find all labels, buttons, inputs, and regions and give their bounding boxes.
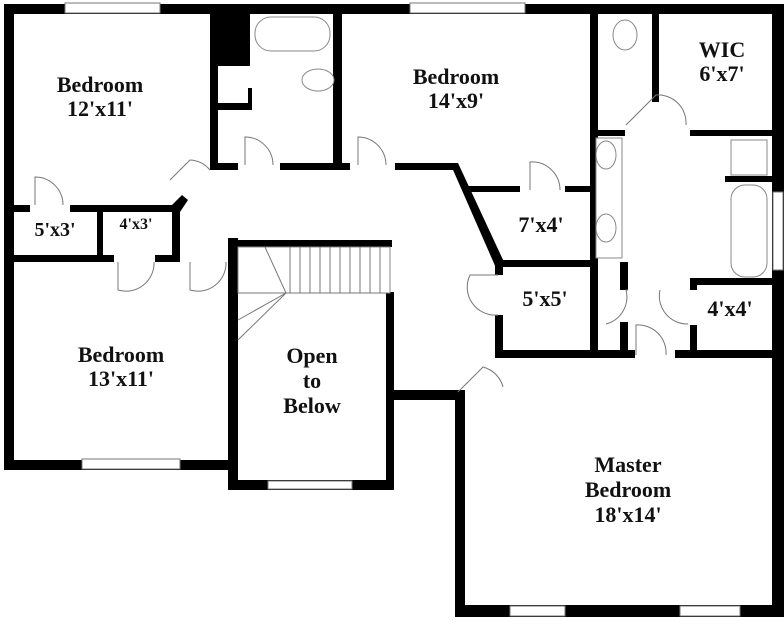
closet-7x4-size: 7'x4' [518, 212, 563, 237]
wic-name: WIC [699, 37, 745, 62]
bedroom-nw-name: Bedroom [57, 72, 143, 97]
closet-4x4-size: 4'x4' [707, 296, 752, 321]
walls [4, 4, 784, 617]
master-line1: Master [594, 452, 661, 477]
bathtub-icon [254, 16, 331, 52]
closet-4x3-size: 4'x3' [120, 216, 153, 233]
open-below-line2: to [303, 368, 321, 393]
bedroom-sw-size: 13'x11' [88, 366, 154, 391]
bedroom-n-size: 14'x9' [428, 88, 484, 113]
closet-5x3-size: 5'x3' [34, 219, 75, 241]
room-labels: Bedroom 12'x11' Bedroom 14'x9' WIC 6'x7'… [34, 37, 752, 527]
master-size: 18'x14' [594, 502, 661, 527]
closet-5x5-size: 5'x5' [522, 286, 567, 311]
fixtures [237, 16, 768, 341]
bedroom-n-name: Bedroom [413, 64, 499, 89]
open-below-line1: Open [286, 343, 337, 368]
bedroom-nw-size: 12'x11' [67, 96, 133, 121]
bedroom-sw-name: Bedroom [78, 342, 164, 367]
shower-icon [730, 139, 768, 176]
bathtub-icon [730, 184, 768, 278]
sink-icon [595, 213, 617, 243]
wic-size: 6'x7' [699, 61, 744, 86]
doors [34, 94, 689, 393]
toilet-icon [301, 68, 335, 92]
toilet-icon [612, 19, 638, 51]
windows [64, 2, 784, 617]
master-line2: Bedroom [585, 477, 671, 502]
stairs-icon [237, 246, 391, 341]
open-below-line3: Below [283, 393, 341, 418]
sink-icon [595, 140, 617, 170]
